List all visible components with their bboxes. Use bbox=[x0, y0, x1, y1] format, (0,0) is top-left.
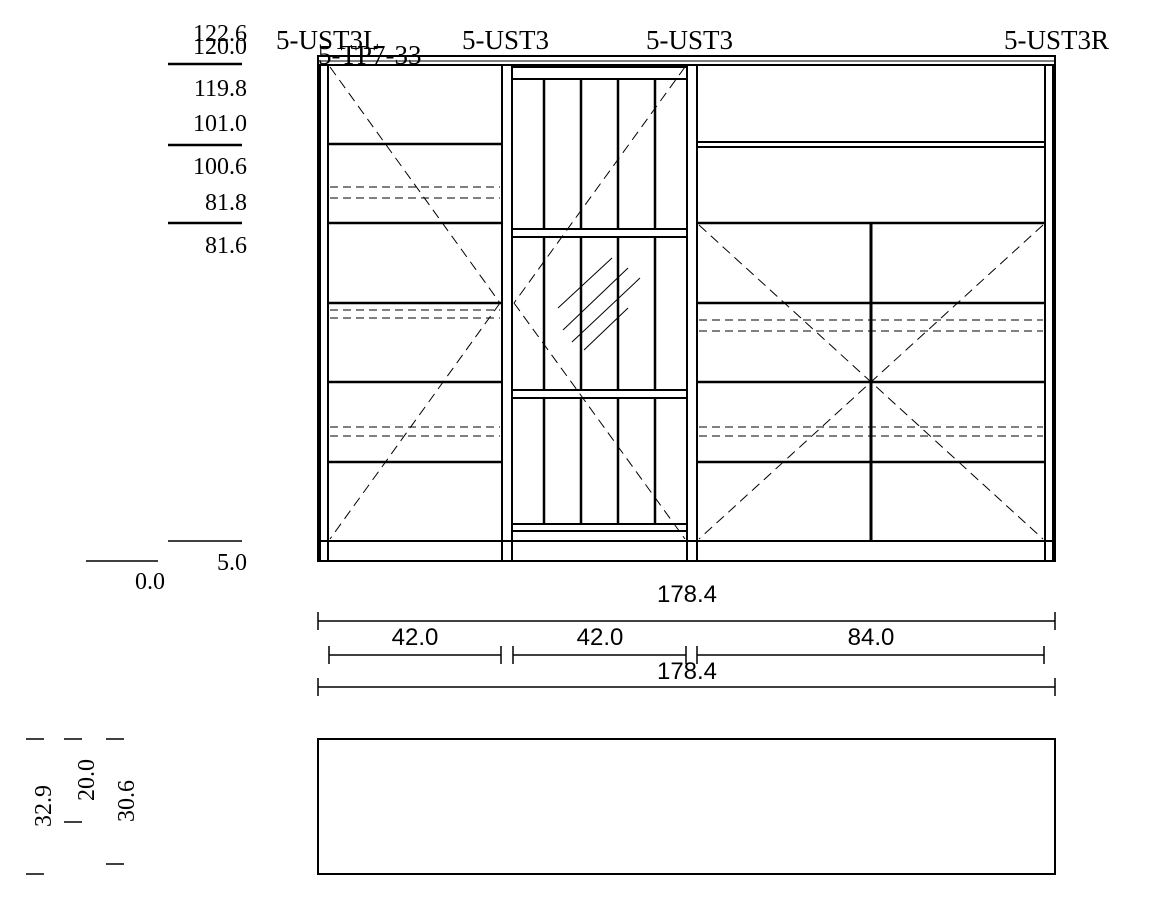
partition-2 bbox=[686, 64, 698, 562]
dimension-width-2: 42.0 bbox=[577, 624, 624, 651]
door-swing-line bbox=[329, 66, 501, 304]
level-label: 5.0 bbox=[217, 550, 247, 576]
dimension-lines: 178.4 42.0 42.0 84.0 178.4 bbox=[317, 581, 1056, 696]
cabinet-label-mid-2: 5-UST3 bbox=[646, 25, 733, 55]
glass-hatch bbox=[557, 257, 613, 309]
left-section bbox=[328, 66, 502, 540]
glass-shelf bbox=[511, 389, 688, 399]
level-label: 0.0 bbox=[135, 569, 165, 595]
level-label: 120.0 bbox=[193, 34, 247, 60]
door-swing-line bbox=[329, 302, 501, 540]
level-label: 81.8 bbox=[205, 190, 247, 216]
glass-hatch bbox=[583, 307, 629, 351]
side-panel-left bbox=[319, 64, 329, 562]
side-panel-right bbox=[1044, 64, 1054, 562]
cabinet-label-mid-1: 5-UST3 bbox=[462, 25, 549, 55]
level-label: 122.6 bbox=[193, 21, 247, 47]
cabinet-labels: 5-UST3L 5-TP7-33 5-UST3 5-UST3 5-UST3R bbox=[276, 25, 1109, 70]
level-label: 100.6 bbox=[193, 154, 247, 180]
dimension-width-1: 42.0 bbox=[392, 624, 439, 651]
plan-outline bbox=[317, 738, 1056, 875]
glass-hatch bbox=[571, 277, 641, 343]
glass-shelf bbox=[511, 228, 688, 238]
depth-label-3: 30.6 bbox=[114, 780, 140, 822]
door-swing-line bbox=[698, 224, 1044, 540]
depth-dimensions: 32.9 20.0 30.6 bbox=[26, 738, 140, 875]
level-markers: 122.6 120.0 119.8 101.0 100.6 81.8 81.6 … bbox=[86, 21, 247, 595]
partition-1 bbox=[501, 64, 513, 562]
glass-hatch bbox=[562, 267, 629, 331]
depth-label-1: 32.9 bbox=[31, 785, 57, 827]
cabinet-label-left: 5-UST3L bbox=[276, 25, 380, 55]
door-swing-line bbox=[513, 302, 686, 540]
middle-section bbox=[511, 66, 688, 540]
dimension-overall-top: 178.4 bbox=[657, 581, 717, 608]
dimension-width-3: 84.0 bbox=[848, 624, 895, 651]
door-swing-line bbox=[513, 66, 686, 304]
plan-view bbox=[317, 738, 1056, 875]
dimension-overall-bottom: 178.4 bbox=[657, 658, 717, 685]
level-label: 81.6 bbox=[205, 233, 247, 259]
right-section bbox=[697, 141, 1045, 541]
front-elevation bbox=[317, 55, 1056, 562]
depth-label-2: 20.0 bbox=[74, 759, 100, 801]
cabinet-label-right: 5-UST3R bbox=[1004, 25, 1109, 55]
level-label: 101.0 bbox=[193, 111, 247, 137]
level-label: 119.8 bbox=[194, 76, 247, 102]
